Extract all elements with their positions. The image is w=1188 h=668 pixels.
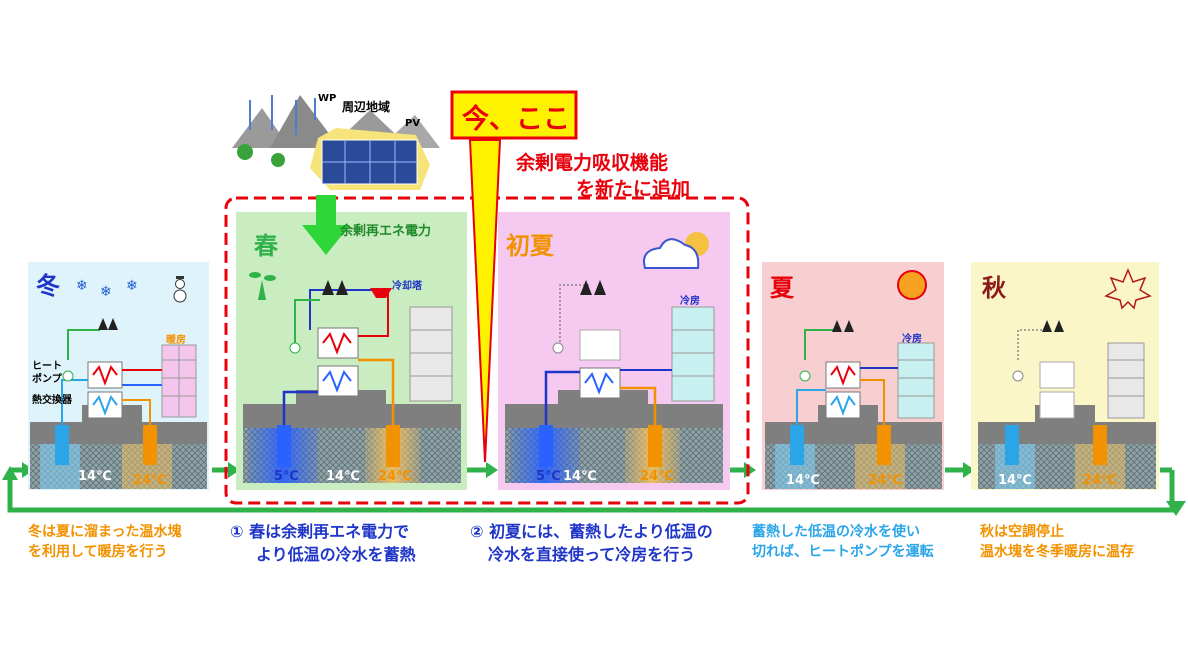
arrow-head-5 — [963, 462, 975, 478]
caption-winter: 冬は夏に溜まった温水塊 を利用して暖房を行う — [28, 522, 181, 562]
early-temp-cold2: 14℃ — [563, 469, 597, 484]
caption-early-summer: ② 初夏には、蓄熱したより低温の 冷水を直接使って冷房を行う — [470, 520, 713, 566]
snowflake-icons: ❄ ❄ ❄ — [76, 278, 138, 300]
caption-early-line1: ② 初夏には、蓄熱したより低温の — [470, 522, 713, 541]
cloud-icon — [643, 238, 700, 269]
caption-early-line2: 冷水を直接使って冷房を行う — [488, 545, 696, 564]
sprout-icon — [249, 272, 276, 300]
caption-summer-line1: 蓄熱した低温の冷水を使い — [752, 524, 920, 540]
winter-temp-cold: 14℃ — [78, 469, 112, 484]
caption-spring: ① 春は余剰再エネ電力で より低温の冷水を蓄熱 — [230, 520, 416, 566]
tower-icons — [98, 280, 1064, 332]
ground-winter — [30, 329, 207, 489]
arrow-head-6 — [1166, 501, 1186, 516]
winter-exchanger: 熱交換器 — [32, 395, 72, 406]
spring-temp-cold2: 14℃ — [326, 469, 360, 484]
summer-cooling: 冷房 — [902, 334, 922, 345]
sun-icon-summer — [897, 270, 927, 300]
spring-temp-warm: 24℃ — [378, 469, 412, 484]
new-feature-line2: を新たに追加 — [576, 178, 691, 200]
arrow-head-3 — [486, 462, 498, 478]
winter-heatpump-2: ポンプ — [32, 374, 62, 385]
svg-text:❄: ❄ — [76, 278, 88, 294]
title-winter: 冬 — [36, 272, 60, 300]
early-cooling: 冷房 — [680, 296, 700, 307]
renewable-illustration — [232, 95, 440, 190]
caption-winter-line2: を利用して暖房を行う — [28, 544, 168, 560]
winter-temp-warm: 24℃ — [133, 473, 167, 488]
caption-winter-line1: 冬は夏に溜まった温水塊 — [28, 524, 182, 540]
ground-autumn — [978, 329, 1156, 489]
caption-summer: 蓄熱した低温の冷水を使い 切れば、ヒートポンプを運転 — [752, 522, 934, 562]
caption-autumn-line2: 温水塊を冬季暖房に温存 — [980, 544, 1134, 560]
svg-text:❄: ❄ — [100, 284, 112, 300]
early-temp-warm: 24℃ — [640, 469, 674, 484]
caption-spring-line1: ① 春は余剰再エネ電力で — [230, 522, 410, 541]
ground-summer — [765, 329, 942, 489]
spring-cooling-tower: 冷却塔 — [392, 281, 422, 292]
now-label: 今、ここ — [462, 104, 570, 135]
arrow-head-7 — [2, 466, 18, 480]
snowman-icon — [173, 276, 187, 303]
caption-autumn: 秋は空調停止 温水塊を冬季暖房に温存 — [980, 522, 1134, 562]
now-callout-box — [450, 90, 578, 140]
caption-spring-line2: より低温の冷水を蓄熱 — [256, 545, 416, 564]
title-spring: 春 — [254, 232, 278, 260]
pv-label: PV — [405, 118, 421, 129]
early-temp-cold1: 5℃ — [536, 469, 561, 484]
summer-temp-cold: 14℃ — [786, 473, 820, 488]
wp-label: WP — [318, 93, 337, 104]
caption-autumn-line1: 秋は空調停止 — [980, 524, 1064, 540]
surplus-arrow — [302, 195, 350, 255]
ground-spring — [243, 288, 461, 483]
svg-text:❄: ❄ — [126, 278, 138, 294]
autumn-temp-cold: 14℃ — [998, 473, 1032, 488]
surplus-label: 余剰再エネ電力 — [340, 224, 432, 239]
new-feature-line1: 余剰電力吸収機能 — [516, 152, 669, 174]
spring-temp-cold1: 5℃ — [274, 469, 299, 484]
maple-leaf-icon — [1104, 268, 1152, 310]
caption-summer-line2: 切れば、ヒートポンプを運転 — [752, 544, 934, 560]
winter-heatpump-1: ヒート — [32, 361, 62, 372]
winter-heating: 暖房 — [166, 335, 186, 346]
summer-temp-warm: 24℃ — [868, 473, 902, 488]
region-label: 周辺地域 — [342, 100, 391, 114]
ground-early-summer — [505, 284, 723, 483]
autumn-temp-warm: 24℃ — [1083, 473, 1117, 488]
arrow-head-2 — [228, 462, 240, 478]
now-callout-pointer — [468, 139, 502, 463]
title-early-summer: 初夏 — [506, 232, 554, 260]
title-summer: 夏 — [770, 274, 794, 302]
title-autumn: 秋 — [982, 274, 1006, 302]
